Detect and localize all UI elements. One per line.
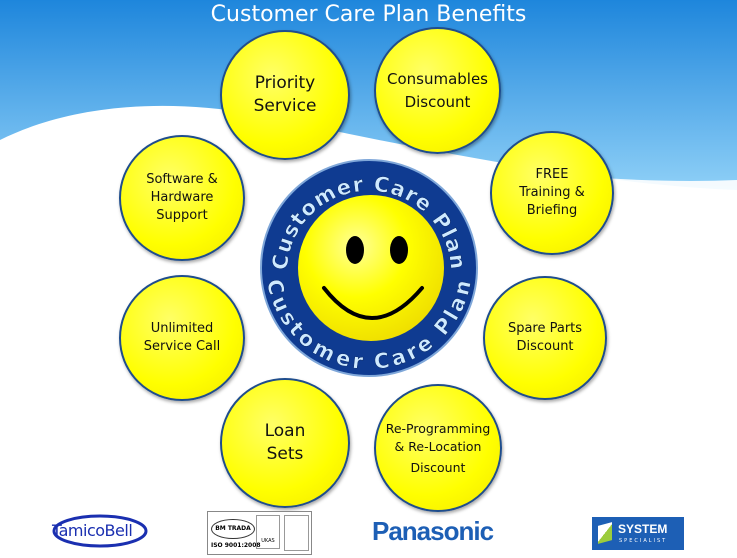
smiley-face-icon [298, 195, 444, 341]
system-specialist-logo: SYSTEM SPECIALIST [592, 517, 684, 550]
tamicobell-logo: TamicoBell [50, 513, 150, 549]
system-specialist-icon [598, 522, 612, 544]
customer-care-plan-emblem: Customer Care Plan Customer Care Plan [260, 159, 478, 377]
panasonic-logo: Panasonic [372, 516, 494, 546]
iso-certification-logo: BM TRADA ISO 9001:2008 UKAS [207, 511, 312, 555]
page-title: Customer Care Plan Benefits [210, 2, 527, 27]
